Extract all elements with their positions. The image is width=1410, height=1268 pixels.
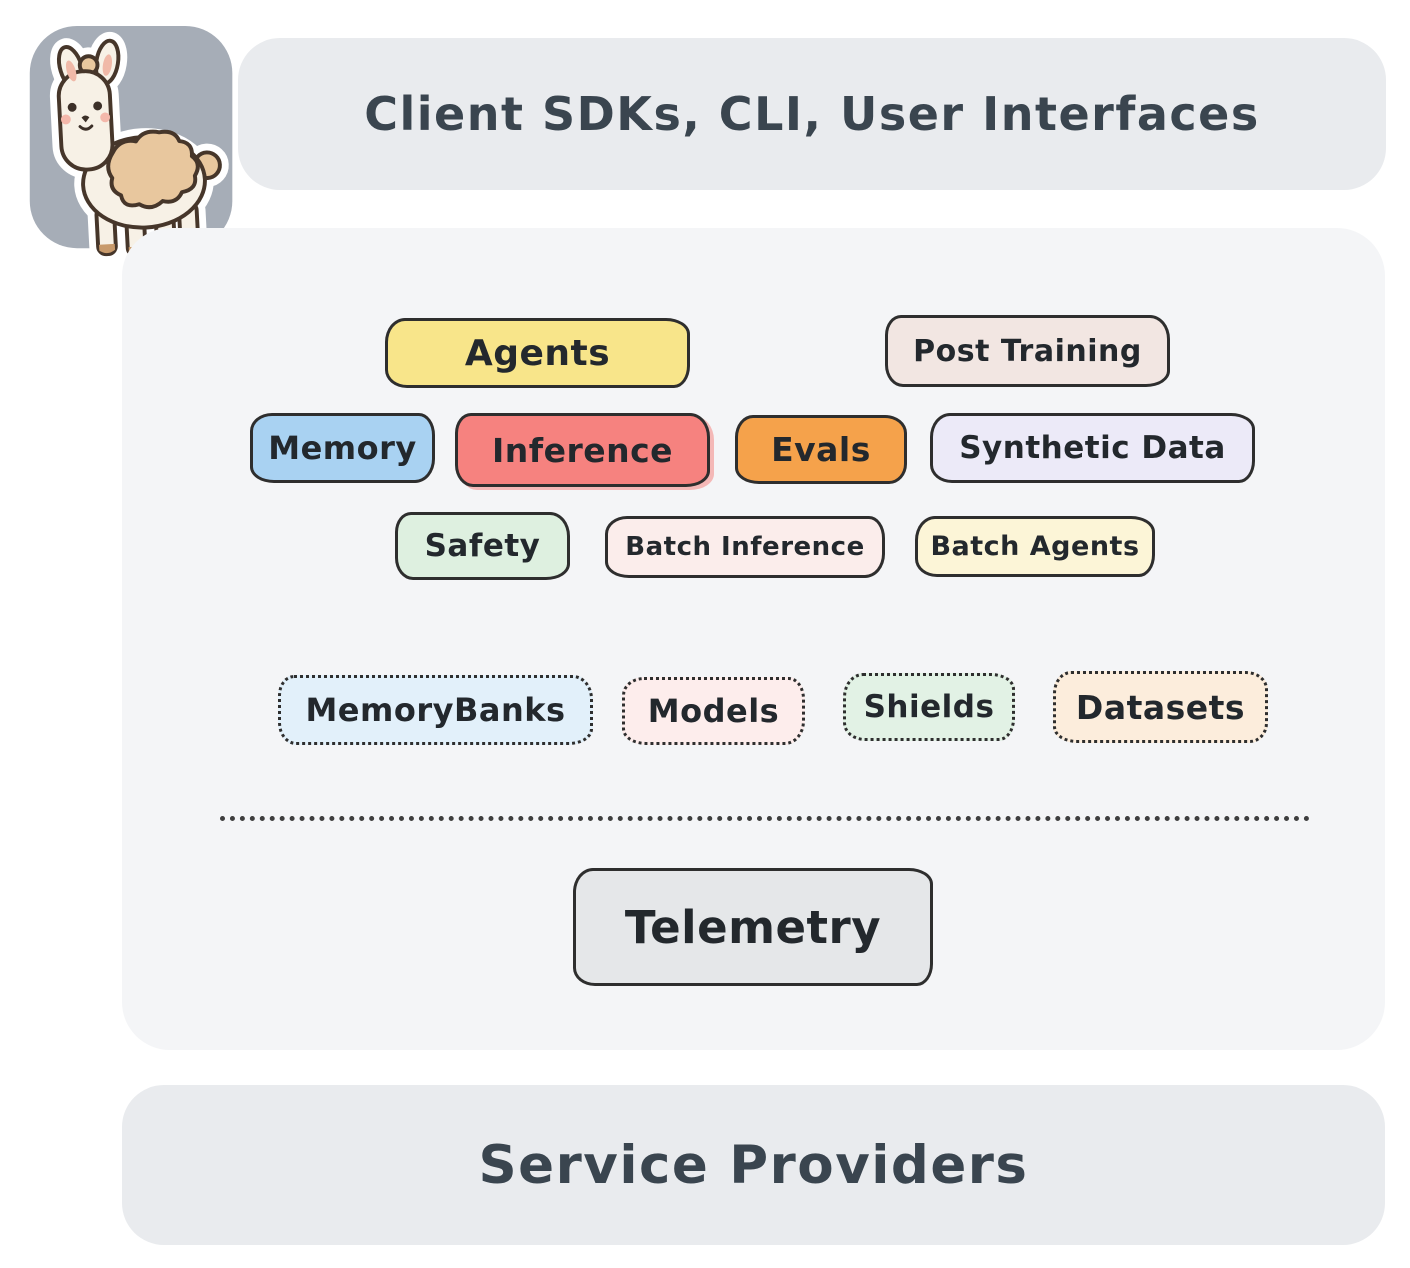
resource-label-shields: Shields (863, 689, 995, 725)
api-label-post-training: Post Training (913, 333, 1142, 369)
resource-label-models: Models (647, 692, 780, 730)
api-box-memory: Memory (250, 413, 435, 483)
api-box-post-training: Post Training (885, 315, 1170, 387)
dotted-divider (220, 816, 1310, 821)
api-label-inference: Inference (491, 430, 674, 470)
resource-label-memory-banks: MemoryBanks (305, 691, 566, 729)
api-box-agents: Agents (385, 318, 690, 388)
telemetry-label: Telemetry (624, 900, 882, 954)
api-label-agents: Agents (464, 332, 611, 374)
client-layer-title: Client SDKs, CLI, User Interfaces (364, 87, 1260, 141)
api-box-evals: Evals (735, 415, 907, 484)
llama-stack-panel: Agents Post Training Memory Inference Ev… (122, 228, 1385, 1050)
api-box-synthetic-data: Synthetic Data (930, 413, 1255, 483)
client-layer-banner: Client SDKs, CLI, User Interfaces (238, 38, 1386, 190)
resource-box-shields: Shields (843, 673, 1015, 741)
resource-label-datasets: Datasets (1075, 687, 1246, 727)
api-label-batch-agents: Batch Agents (930, 531, 1140, 562)
resource-box-models: Models (622, 677, 805, 745)
resource-box-datasets: Datasets (1053, 671, 1268, 743)
api-box-batch-inference: Batch Inference (605, 516, 885, 578)
api-box-inference: Inference (455, 413, 710, 487)
resource-box-memory-banks: MemoryBanks (278, 675, 593, 745)
api-label-synthetic-data: Synthetic Data (959, 430, 1226, 466)
api-box-safety: Safety (395, 512, 570, 580)
api-label-safety: Safety (424, 528, 541, 564)
api-box-batch-agents: Batch Agents (915, 516, 1155, 577)
service-providers-title: Service Providers (478, 1134, 1029, 1196)
service-providers-banner: Service Providers (122, 1085, 1385, 1245)
api-label-evals: Evals (771, 430, 871, 469)
api-label-memory: Memory (268, 429, 417, 467)
api-label-batch-inference: Batch Inference (625, 532, 865, 562)
telemetry-box: Telemetry (573, 868, 933, 986)
